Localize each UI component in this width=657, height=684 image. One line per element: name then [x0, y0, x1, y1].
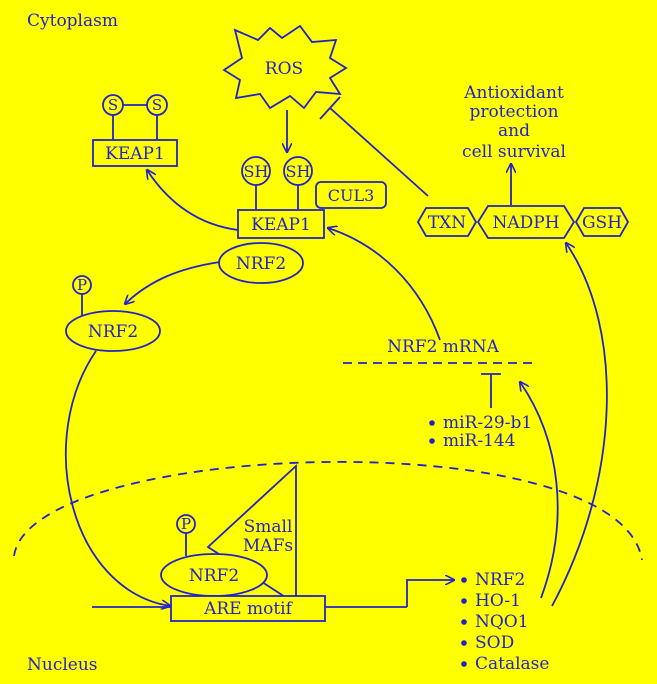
outcome-line-1: Antioxidant — [463, 83, 564, 103]
thiol-sh2-label: SH — [286, 162, 311, 181]
nrf2-nuclear-label: NRF2 — [189, 566, 239, 586]
target-gene-1: NRF2 — [475, 570, 525, 590]
nucleus-label: Nucleus — [27, 655, 98, 675]
gsh-hexagon — [574, 207, 630, 237]
gene-bullet-3 — [461, 619, 467, 625]
keap1-bound-label: KEAP1 — [251, 215, 311, 235]
txn-inhibits-ros — [329, 107, 429, 197]
nrf2-release-arrow — [125, 261, 221, 304]
target-gene-5: Catalase — [475, 654, 549, 674]
txn-label: TXN — [428, 213, 466, 233]
nadph-hexagon — [476, 205, 576, 239]
are-motif-box — [170, 595, 326, 622]
outcome-line-3: and — [498, 121, 530, 141]
gene-bullet-4 — [461, 640, 467, 646]
inhibition-bar — [319, 96, 341, 120]
thiol-sh2-circle — [283, 156, 313, 186]
mirna-1: miR-29-b1 — [443, 413, 532, 433]
gene-bullet-2 — [461, 598, 467, 604]
ros-label: ROS — [265, 59, 303, 79]
keap1-oxidized-label: KEAP1 — [105, 144, 165, 164]
nuclear-membrane — [13, 461, 643, 561]
mrna-to-keap1-arrow — [328, 228, 441, 341]
small-mafs-line-1: Small — [244, 517, 293, 537]
gsh-label: GSH — [582, 213, 622, 233]
genes-to-nadph-arrow — [551, 243, 608, 607]
disulfide-s2-label: S — [152, 96, 162, 114]
ros-starburst — [222, 24, 348, 110]
gene-bullet-1 — [461, 577, 467, 583]
target-gene-2: HO-1 — [475, 591, 521, 611]
thiol-sh1-label: SH — [244, 162, 269, 181]
mirna-bullet-1 — [429, 420, 435, 426]
mirna-2: miR-144 — [443, 431, 516, 451]
keap1-oxidation-arrow — [147, 170, 239, 231]
genes-to-mrna-arrow — [520, 382, 559, 599]
nrf2-free-ellipse — [65, 310, 161, 352]
cytoplasm-label: Cytoplasm — [27, 11, 118, 31]
target-gene-list: NRF2 HO-1 NQO1 SOD Catalase — [461, 570, 549, 674]
keap1-oxidized-box — [92, 139, 178, 167]
phospho-p1-label: P — [77, 276, 87, 294]
nadph-label: NADPH — [492, 213, 559, 233]
nrf2-nuclear-translocation — [65, 350, 170, 606]
cul3-box — [315, 181, 387, 209]
nrf2-free-label: NRF2 — [88, 322, 138, 342]
keap1-bound-box — [237, 209, 325, 239]
phospho-p2-label: P — [181, 515, 191, 533]
outcome-line-2: protection — [469, 102, 558, 122]
phospho-p2-circle — [176, 514, 196, 534]
nrf2-mrna-label: NRF2 mRNA — [387, 337, 499, 357]
are-motif-label: ARE motif — [203, 599, 294, 619]
transcription-arrow — [406, 580, 454, 607]
txn-hexagon — [416, 207, 478, 237]
nrf2-bound-label: NRF2 — [236, 254, 286, 274]
mirna-bullet-2 — [429, 438, 435, 444]
thiol-sh1-circle — [241, 156, 271, 186]
target-gene-4: SOD — [475, 633, 514, 653]
cul3-label: CUL3 — [328, 186, 375, 205]
outcome-line-4: cell survival — [462, 142, 566, 162]
gene-bullet-5 — [461, 661, 467, 667]
small-mafs-line-2: MAFs — [243, 536, 293, 556]
disulfide-s1-label: S — [108, 96, 118, 114]
target-gene-3: NQO1 — [475, 612, 529, 632]
phospho-p1-circle — [72, 275, 92, 295]
